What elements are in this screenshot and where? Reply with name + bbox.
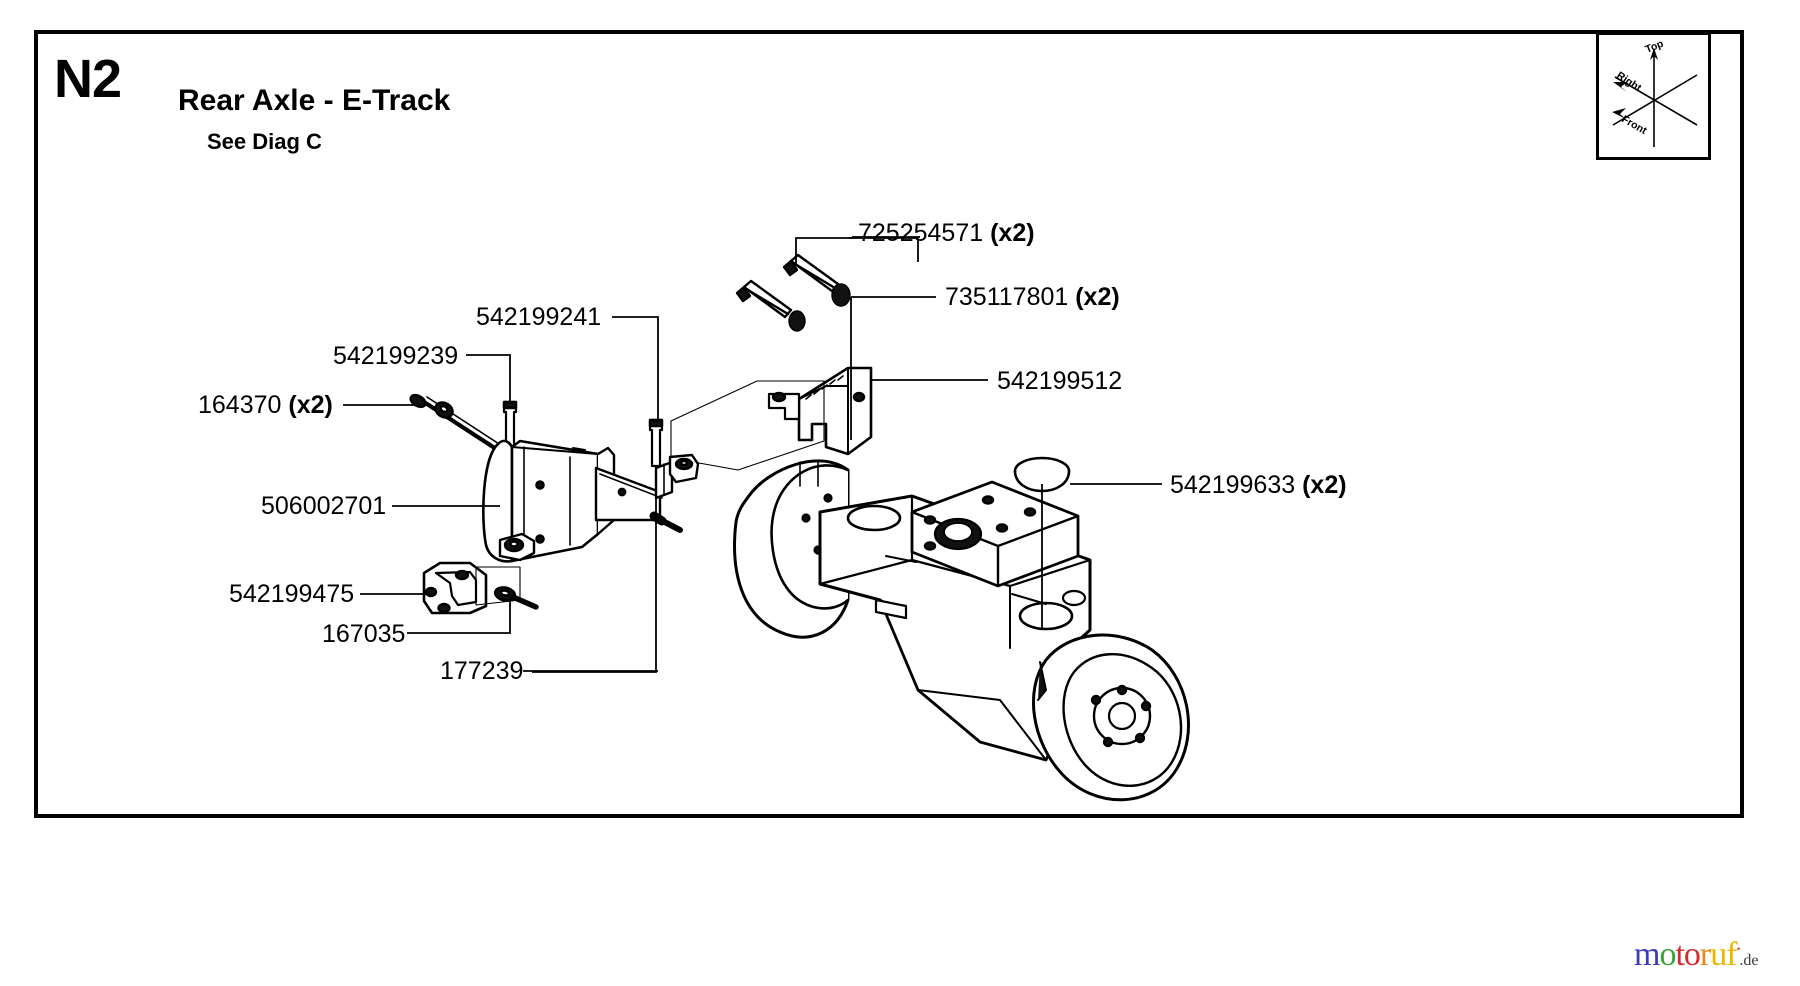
part-number: 725254571 (858, 219, 984, 247)
watermark-wordmark: motoruf (1634, 936, 1738, 973)
pin-177239 (649, 511, 683, 533)
page-title: Rear Axle - E-Track (178, 84, 451, 117)
screw-542199241 (648, 418, 664, 468)
part-qty: (x2) (990, 219, 1035, 247)
axle-right-wheel (1032, 633, 1190, 802)
part-number: 164370 (198, 391, 282, 419)
watermark-letter: r (1699, 936, 1711, 973)
page-section-code: N2 (54, 49, 122, 109)
part-number: 542199512 (997, 367, 1123, 395)
part-number: 542199241 (476, 303, 602, 331)
part-number: 542199475 (229, 580, 355, 608)
orientation-axes-icon: Top Right Front (1612, 38, 1698, 147)
part-label-725254571: 725254571 (x2) (858, 221, 1035, 246)
part-qty: (x2) (288, 391, 333, 419)
part-label-735117801: 735117801 (x2) (945, 285, 1120, 310)
part-label-177239: 177239 (440, 659, 523, 684)
diagram-frame (34, 30, 1744, 818)
cotter-pin-167035 (493, 586, 539, 610)
part-label-542199475: 542199475 (229, 582, 354, 607)
part-label-542199239: 542199239 (333, 344, 458, 369)
part-number: 542199239 (333, 342, 459, 370)
part-label-542199512: 542199512 (997, 369, 1122, 394)
watermark-letter: f (1726, 936, 1737, 973)
part-label-506002701: 506002701 (261, 494, 386, 519)
part-label-542199241: 542199241 (476, 305, 601, 330)
watermark-letter: m (1634, 936, 1660, 973)
part-number: 167035 (322, 620, 406, 648)
part-label-167035: 167035 (322, 622, 405, 647)
actuator-506002701 (482, 439, 700, 563)
part-number: 542199633 (1170, 471, 1296, 499)
watermark-dot: • (1736, 943, 1741, 956)
axle-center-plate (910, 480, 1080, 588)
watermark-suffix: .de (1739, 952, 1759, 969)
orientation-compass: Top Right Front (1596, 32, 1711, 160)
part-label-542199633: 542199633 (x2) (1170, 473, 1347, 498)
part-number: 735117801 (945, 283, 1069, 311)
watermark-letter: o (1659, 936, 1676, 973)
watermark-letter: u (1710, 936, 1727, 973)
part-number: 506002701 (261, 492, 387, 520)
bracket-542199512 (767, 366, 873, 456)
page-subtitle: See Diag C (207, 129, 322, 154)
nut-735117801-b (788, 310, 806, 332)
site-watermark: motoruf•.de (1634, 938, 1759, 972)
nut-735117801-a (831, 283, 851, 307)
part-qty: (x2) (1302, 471, 1347, 499)
watermark-letter: o (1683, 936, 1701, 973)
bolt-725254571-a (782, 253, 840, 293)
watermark-letter: t (1675, 936, 1685, 973)
part-qty: (x2) (1075, 283, 1120, 311)
plug-cap-542199633-a (1013, 456, 1071, 493)
bolt-725254571-b (735, 279, 793, 319)
part-number: 177239 (440, 657, 524, 685)
part-label-164370: 164370 (x2) (198, 393, 333, 418)
